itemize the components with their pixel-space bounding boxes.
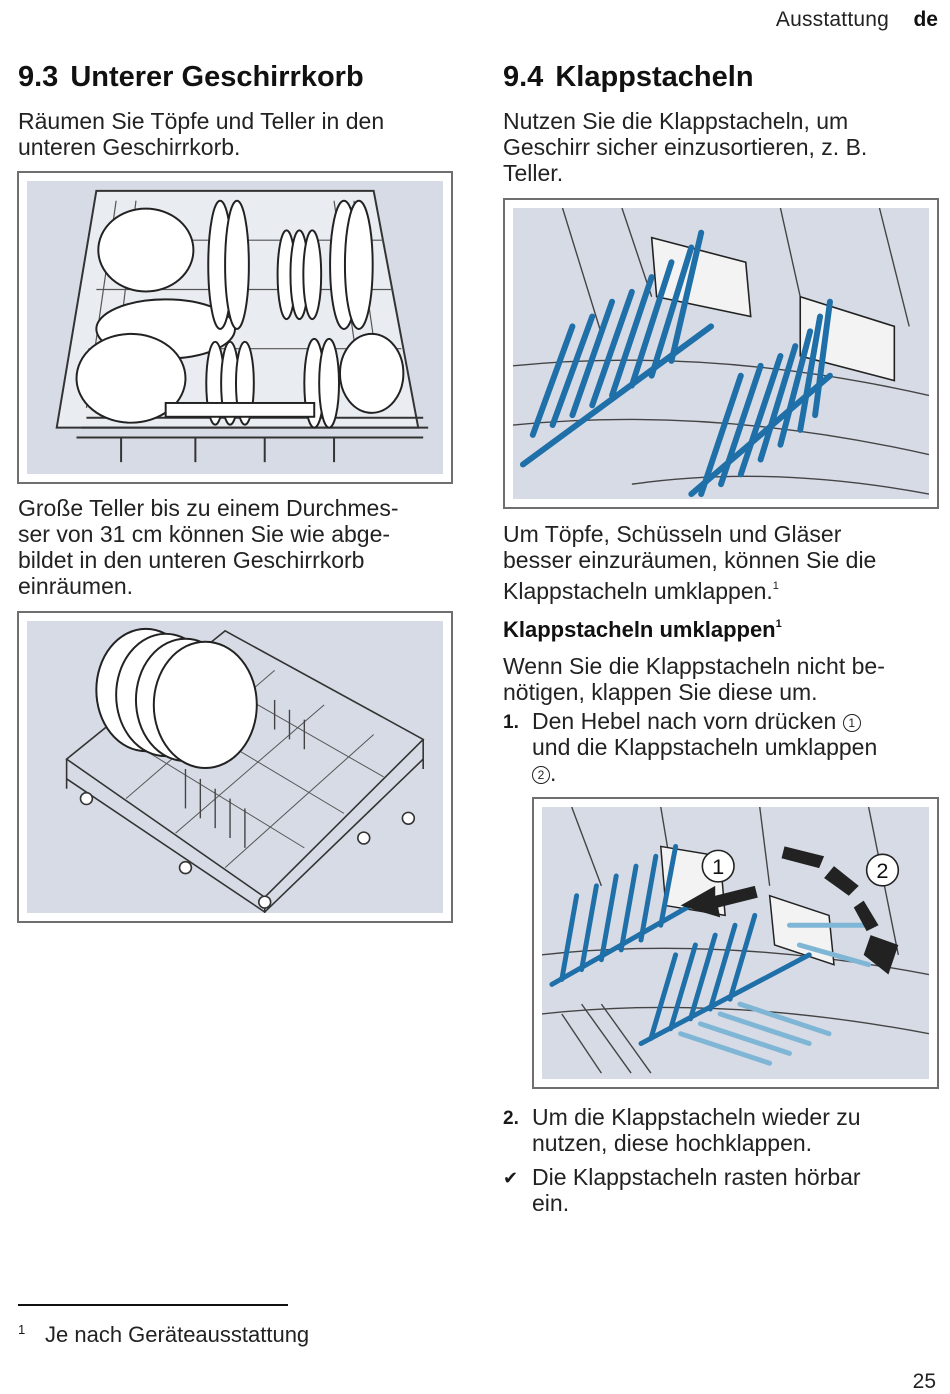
text-line: unteren Geschirrkorb. — [18, 134, 241, 160]
text-line: Wenn Sie die Klappstacheln nicht be- — [503, 653, 885, 679]
section-title: Unterer Geschirrkorb — [70, 61, 364, 93]
step-text-part: . — [550, 760, 557, 786]
paragraph-large-plates: Große Teller bis zu einem Durchmes- ser … — [18, 495, 398, 599]
step-text-part: Den Hebel nach vorn drücken — [532, 708, 837, 734]
text-line: Große Teller bis zu einem Durchmes- — [18, 495, 399, 521]
step-1-text: Den Hebel nach vorn drücken 1 und die Kl… — [532, 708, 877, 786]
lower-basket-illustration — [27, 181, 443, 474]
text-line: Nutzen Sie die Klappstacheln, um — [503, 108, 849, 134]
result-text: Die Klappstacheln rasten hörbar ein. — [532, 1164, 861, 1216]
callout-circle-1: 1 — [842, 714, 861, 732]
footnote-ref[interactable]: 1 — [775, 618, 782, 630]
section-number: 9.3 — [18, 61, 59, 93]
figure-callout-1: 1 — [712, 854, 724, 879]
figure-large-plates-basket — [17, 611, 453, 923]
result-check-icon: ✔ — [503, 1168, 519, 1188]
section-title: Klappstacheln — [555, 61, 754, 93]
paragraph-spikes-intro: Nutzen Sie die Klappstacheln, um Geschir… — [503, 108, 867, 186]
text-line: 2. — [532, 760, 877, 786]
page-number: 25 — [912, 1370, 936, 1393]
fold-spikes-steps-illustration: 1 2 — [542, 807, 929, 1079]
paragraph-lower-basket-intro: Räumen Sie Töpfe und Teller in den unter… — [18, 108, 384, 160]
text-line: und die Klappstacheln umklappen — [532, 734, 878, 760]
text-line: Geschirr sicher einzusortieren, z. B. — [503, 134, 868, 160]
section-number: 9.4 — [503, 61, 544, 93]
section-heading-9-3: 9.3 Unterer Geschirrkorb — [18, 60, 364, 94]
text-line: Teller. — [503, 160, 564, 186]
figure-fold-spikes-steps: 1 2 — [532, 797, 939, 1089]
text-line: ser von 31 cm können Sie wie abge- — [18, 521, 391, 547]
step-2-text: Um die Klappstacheln wieder zu nutzen, d… — [532, 1104, 861, 1156]
text-line: Um die Klappstacheln wieder zu — [532, 1104, 861, 1130]
folding-spikes-illustration — [513, 208, 929, 499]
running-header-language: de — [913, 8, 938, 31]
figure-callout-2: 2 — [876, 858, 888, 883]
paragraph-fold-spikes: Um Töpfe, Schüsseln und Gläser besser ei… — [503, 521, 876, 604]
text-line: nötigen, klappen Sie diese um. — [503, 679, 818, 705]
text-line: Um Töpfe, Schüsseln und Gläser — [503, 521, 842, 547]
running-header-section: Ausstattung — [775, 8, 889, 31]
figure-folding-spikes — [503, 198, 939, 509]
footnote-marker: 1 — [18, 1322, 26, 1337]
text-line: Den Hebel nach vorn drücken 1 — [532, 708, 877, 734]
text-line: besser einzuräumen, können Sie die — [503, 547, 877, 573]
text-line: ein. — [532, 1190, 570, 1216]
text-line: Klappstacheln umklappen. — [503, 578, 773, 604]
text-line: Die Klappstacheln rasten hörbar — [532, 1164, 861, 1190]
callout-circle-2: 2 — [532, 766, 550, 784]
subheading-text: Klappstacheln umklappen — [503, 617, 776, 642]
footnote-divider — [18, 1304, 288, 1306]
text-line: nutzen, diese hochklappen. — [532, 1130, 813, 1156]
footnote-ref[interactable]: 1 — [772, 580, 779, 592]
figure-lower-basket-top-view — [17, 171, 453, 484]
step-number-1: 1. — [503, 712, 519, 733]
section-heading-9-4: 9.4 Klappstacheln — [503, 60, 754, 94]
text-line: bildet in den unteren Geschirrkorb — [18, 547, 365, 573]
large-plates-illustration — [27, 621, 443, 913]
subheading-fold-spikes: Klappstacheln umklappen1 — [503, 617, 782, 643]
footnote-text: Je nach Geräteausstattung — [45, 1322, 310, 1347]
text-line: einräumen. — [18, 573, 134, 599]
paragraph-fold-spikes-intro: Wenn Sie die Klappstacheln nicht be- nöt… — [503, 653, 885, 705]
text-line: Räumen Sie Töpfe und Teller in den — [18, 108, 385, 134]
step-number-2: 2. — [503, 1108, 519, 1129]
text-line-with-footnote: Klappstacheln umklappen.1 — [503, 573, 876, 604]
